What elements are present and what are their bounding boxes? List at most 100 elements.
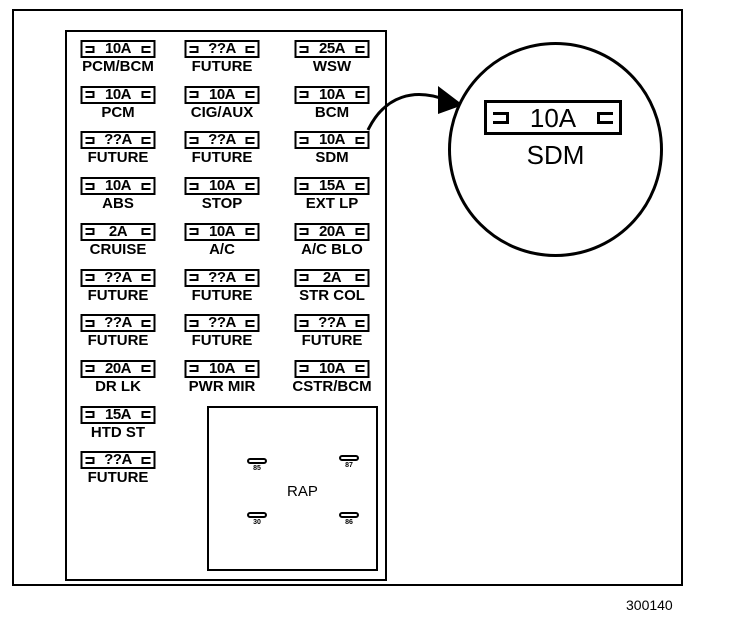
fuse-right-contact bbox=[245, 136, 255, 144]
fuse-icon: ??A bbox=[80, 451, 156, 470]
terminal-number: 85 bbox=[253, 465, 261, 472]
fuse-icon: ??A bbox=[184, 268, 260, 287]
relay-terminal-87: 87 bbox=[337, 455, 361, 470]
fuse-icon: 10A bbox=[294, 85, 370, 104]
fuse-right-contact bbox=[355, 45, 365, 53]
fuse-left-contact bbox=[299, 182, 309, 190]
fuse-icon: 10A bbox=[184, 85, 260, 104]
fuse-right-contact bbox=[141, 365, 151, 373]
fuse-rating: 10A bbox=[208, 85, 236, 103]
fuse-left-contact bbox=[189, 365, 199, 373]
fuse-left-contact bbox=[85, 365, 95, 373]
fuse-right-contact bbox=[245, 274, 255, 281]
fuse-label: BCM bbox=[314, 103, 350, 121]
fuse-rating: 2A bbox=[322, 268, 342, 286]
terminal-bar bbox=[247, 512, 267, 518]
fuse-right-contact bbox=[245, 182, 255, 190]
fuse-right-contact bbox=[141, 136, 151, 144]
fuse-rating: 10A bbox=[208, 359, 236, 377]
fuse-rating: 10A bbox=[318, 359, 346, 377]
fuse-icon: ??A bbox=[184, 131, 260, 150]
fuse-right-contact bbox=[141, 45, 151, 53]
relay-terminal-86: 86 bbox=[337, 512, 361, 527]
fuse-rating: 20A bbox=[318, 222, 346, 240]
fuse-left-contact bbox=[85, 319, 95, 327]
relay-label: RAP bbox=[287, 483, 318, 500]
fuse-label: DR LK bbox=[95, 377, 141, 395]
fuse-right-contact bbox=[355, 91, 365, 99]
fuse-rating: 10A bbox=[104, 40, 132, 57]
fuse-left-contact bbox=[189, 182, 199, 190]
fuse-label: WSW bbox=[312, 58, 352, 75]
fuse-left-contact bbox=[299, 365, 309, 373]
fuse-label: STOP bbox=[201, 195, 243, 213]
fuse-right-contact bbox=[245, 91, 255, 99]
fuse-label: FUTURE bbox=[87, 286, 149, 304]
fuse-left-contact bbox=[85, 91, 95, 99]
fuse-icon: ??A bbox=[80, 268, 156, 287]
fuse-right-contact bbox=[245, 228, 255, 236]
fuse-rating: ??A bbox=[104, 451, 132, 469]
fuse-label: PCM bbox=[101, 103, 135, 121]
fuse-left-contact bbox=[189, 45, 199, 53]
fuse-panel bbox=[65, 30, 387, 581]
fuse-rating: 10A bbox=[208, 177, 236, 195]
fuse-right-contact bbox=[355, 228, 365, 236]
fuse-label: FUTURE bbox=[191, 332, 253, 350]
fuse-icon: ??A bbox=[80, 314, 156, 333]
fuse-rating: 10A bbox=[318, 85, 346, 103]
fuse-left-contact bbox=[299, 319, 309, 327]
fuse-label: FUTURE bbox=[191, 149, 253, 167]
magnified-fuse: 10A bbox=[484, 100, 622, 135]
relay-terminal-30: 30 bbox=[245, 512, 269, 527]
fuse-label: STR COL bbox=[299, 286, 365, 304]
fuse-icon: 10A bbox=[294, 131, 370, 150]
fuse-right-contact bbox=[245, 365, 255, 373]
fuse-rating: 10A bbox=[104, 85, 132, 103]
magnified-fuse-rating: 10A bbox=[529, 102, 577, 133]
fuse-rating: 15A bbox=[104, 405, 132, 423]
fuse-left-contact bbox=[85, 182, 95, 190]
fuse-rating: ??A bbox=[208, 268, 236, 286]
fuse-right-contact bbox=[355, 365, 365, 373]
fuse-icon: 10A bbox=[184, 177, 260, 196]
fuse-rating: 2A bbox=[108, 222, 128, 240]
fuse-label: FUTURE bbox=[191, 58, 253, 75]
terminal-number: 30 bbox=[253, 519, 261, 526]
fuse-left-contact bbox=[299, 228, 309, 236]
fuse-label: CRUISE bbox=[89, 240, 147, 258]
fuse-right-contact bbox=[141, 274, 151, 281]
diagram-frame bbox=[12, 9, 683, 586]
fuse-icon: 15A bbox=[294, 177, 370, 196]
fuse-left-contact bbox=[189, 228, 199, 236]
fuse-icon: ??A bbox=[294, 314, 370, 333]
relay-terminal-85: 85 bbox=[245, 458, 269, 473]
fuse-rating: 10A bbox=[104, 177, 132, 195]
fuse-rating: 25A bbox=[318, 40, 346, 57]
fuse-left-contact bbox=[189, 136, 199, 144]
fuse-label: CIG/AUX bbox=[190, 103, 254, 121]
terminal-bar bbox=[339, 455, 359, 461]
fuse-label: CSTR/BCM bbox=[292, 377, 372, 395]
figure-number: 300140 bbox=[626, 597, 673, 613]
fuse-rating: ??A bbox=[208, 131, 236, 149]
fuse-icon: 20A bbox=[294, 222, 370, 241]
